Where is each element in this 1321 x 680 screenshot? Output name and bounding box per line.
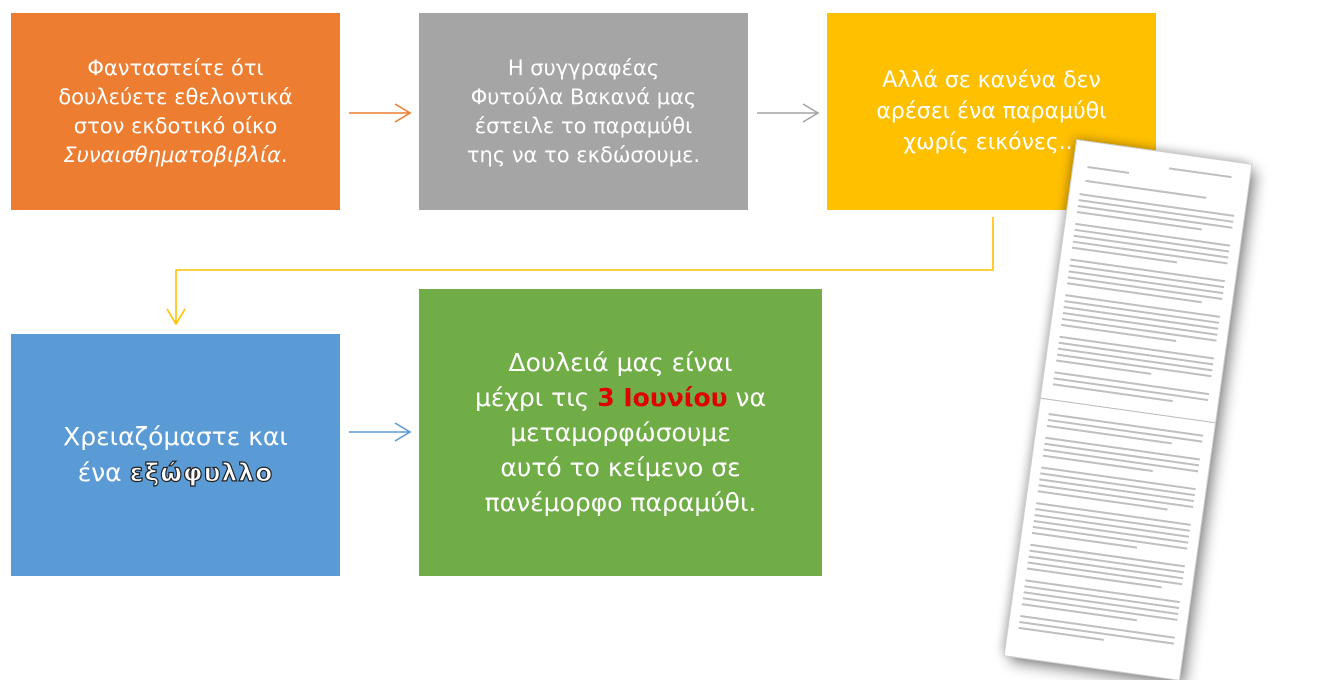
step-no-images-line-3: χωρίς εικόνες...: [903, 130, 1080, 155]
step-volunteer-line-4: Συναισθηματοβιβλία.: [63, 141, 287, 170]
cover-word: εξώφυλλο: [129, 457, 274, 487]
step-task-box: Δουλειά μας είναι μέχρι τις 3 Ιουνίου να…: [419, 289, 822, 576]
step-author-box: Η συγγραφέας Φυτούλα Βακανά μας έστειλε …: [419, 13, 748, 210]
step-author-line-1: Η συγγραφέας: [507, 55, 660, 80]
step-cover-article: ένα: [77, 458, 130, 487]
step-cover-line-1: Χρειαζόμαστε και: [63, 422, 288, 451]
step-volunteer-period: .: [280, 142, 288, 167]
step-author-line-3: έστειλε το παραμύθι: [474, 113, 693, 138]
step-task-line-3: μεταμορφώσουμε: [510, 418, 731, 447]
step-author-line-4: της να το εκδώσουμε.: [466, 142, 701, 167]
step-task-until: μέχρι τις: [475, 383, 598, 412]
arrow-4-to-5: [349, 422, 412, 442]
step-task-line-5: πανέμορφο παραμύθι.: [484, 488, 757, 517]
step-author-line-2: Φυτούλα Βακανά μας: [470, 84, 697, 109]
arrow-2-to-3: [757, 103, 820, 123]
step-task-to: να: [727, 383, 766, 412]
step-volunteer-line-1: Φανταστείτε ότι: [87, 55, 264, 80]
step-task-line-4: αυτό το κείμενο σε: [500, 453, 741, 482]
manuscript-page-2: [1005, 398, 1215, 680]
step-cover-line-2: ένα εξώφυλλο: [78, 455, 274, 491]
step-task-line-2: μέχρι τις 3 Ιουνίου να: [475, 380, 766, 415]
arrow-1-to-2: [349, 103, 412, 123]
step-no-images-line-1: Αλλά σε κανένα δεν: [882, 68, 1101, 93]
publisher-name: Συναισθηματοβιβλία: [63, 142, 281, 167]
step-no-images-line-2: αρέσει ένα παραμύθι: [876, 99, 1107, 124]
step-task-line-1: Δουλειά μας είναι: [508, 348, 733, 377]
step-cover-box: Χρειαζόμαστε και ένα εξώφυλλο: [11, 334, 340, 576]
arrow-3-to-4: [166, 217, 994, 326]
deadline-date: 3 Ιουνίου: [597, 383, 728, 412]
step-volunteer-line-2: δουλεύετε εθελοντικά: [58, 84, 293, 109]
step-volunteer-box: Φανταστείτε ότι δουλεύετε εθελοντικά στο…: [11, 13, 340, 210]
step-volunteer-line-3: στον εκδοτικό οίκο: [73, 113, 278, 138]
manuscript-page-1: [1040, 140, 1252, 424]
